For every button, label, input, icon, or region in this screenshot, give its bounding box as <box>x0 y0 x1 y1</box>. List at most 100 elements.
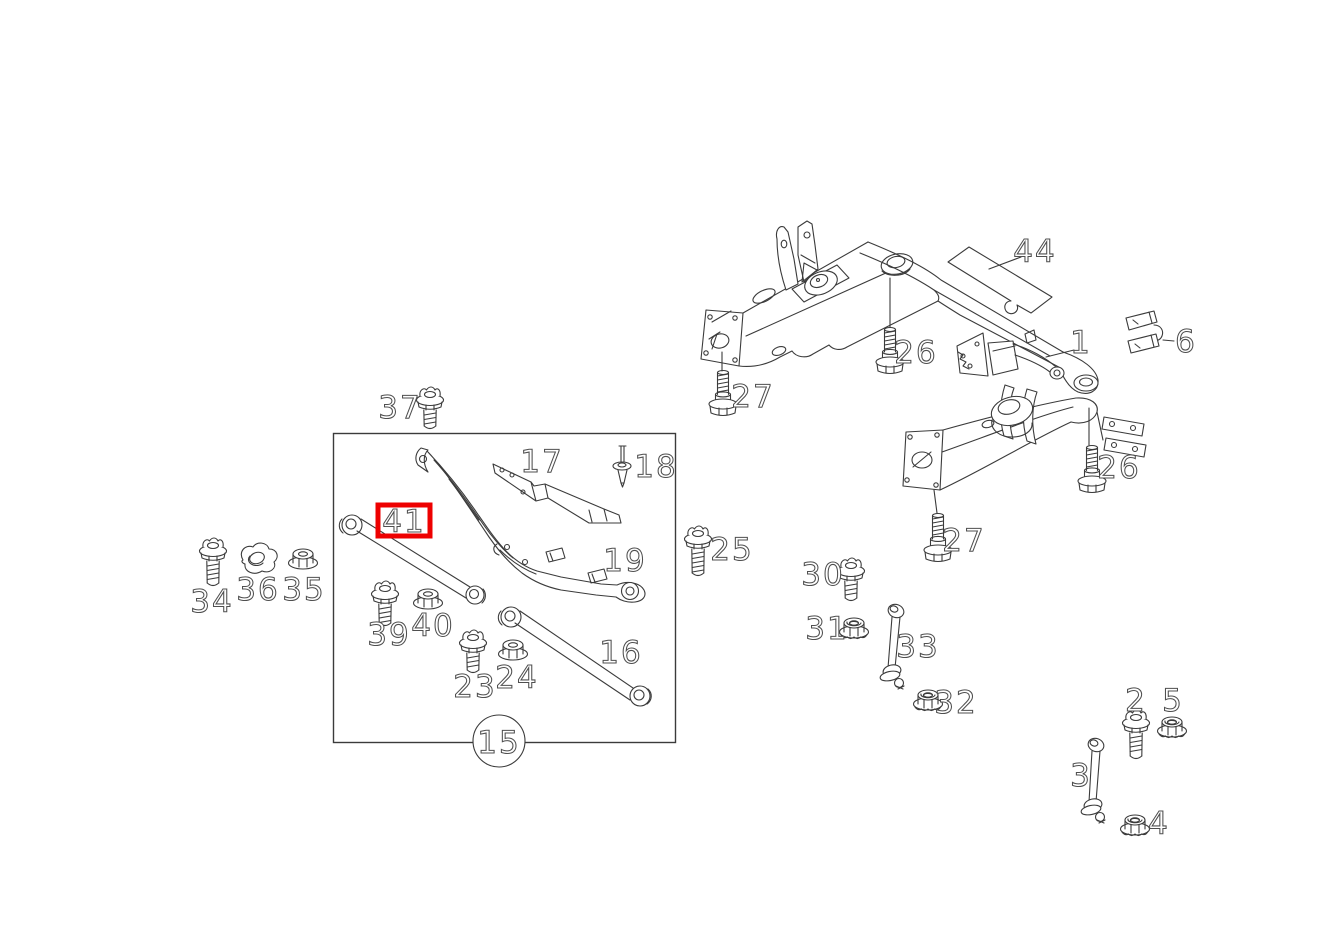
line-art <box>378 610 392 615</box>
line-art <box>937 300 1073 375</box>
line-art <box>423 412 437 416</box>
line-art <box>378 622 392 627</box>
line-art <box>206 572 220 576</box>
line-art <box>844 597 858 602</box>
line-art <box>931 516 945 520</box>
line-art <box>1127 818 1143 824</box>
line-art <box>417 588 439 600</box>
line-art <box>848 620 860 625</box>
line-art <box>1125 310 1158 331</box>
part-label-39[interactable]: 39 <box>367 616 410 653</box>
line-art <box>514 622 631 701</box>
line-art <box>378 606 392 610</box>
part-label-27a[interactable]: 27 <box>731 378 774 415</box>
line-art <box>247 555 264 567</box>
part-label-30[interactable]: 30 <box>801 556 844 593</box>
part-label-6[interactable]: 6 <box>1175 323 1197 360</box>
line-art <box>1053 369 1061 377</box>
line-art <box>620 482 625 488</box>
line-art <box>931 532 945 536</box>
line-art <box>1080 804 1102 816</box>
line-art <box>472 714 526 768</box>
line-art <box>800 254 816 264</box>
line-art <box>797 220 819 283</box>
line-art <box>466 659 480 664</box>
line-art <box>617 462 627 468</box>
line-art <box>468 588 480 600</box>
line-art <box>587 568 608 584</box>
line-art <box>933 489 938 514</box>
part-label-3[interactable]: 3 <box>1070 757 1092 794</box>
part-label-17[interactable]: 17 <box>520 443 563 480</box>
line-art <box>685 540 711 549</box>
line-art <box>492 463 622 524</box>
part-label-32[interactable]: 32 <box>934 684 977 721</box>
line-art <box>521 558 529 566</box>
part-label-1[interactable]: 1 <box>1070 324 1092 361</box>
part-label-41[interactable]: 41 <box>382 503 425 540</box>
line-art <box>683 532 713 546</box>
part-label-15[interactable]: 15 <box>477 724 520 761</box>
line-art <box>914 705 942 712</box>
line-art <box>1096 411 1104 441</box>
line-art <box>297 551 309 557</box>
line-art <box>1129 424 1137 432</box>
line-art <box>423 425 437 430</box>
line-art <box>206 576 220 581</box>
line-art <box>960 353 966 359</box>
line-art <box>499 549 537 575</box>
part-label-31[interactable]: 31 <box>805 610 848 647</box>
part-label-2[interactable]: 2 <box>1125 682 1147 719</box>
part-label-26b[interactable]: 26 <box>1097 449 1140 486</box>
part-label-37[interactable]: 37 <box>378 389 421 426</box>
line-art <box>1085 456 1099 460</box>
line-art <box>703 350 709 356</box>
part-label-4[interactable]: 4 <box>1148 805 1170 842</box>
line-art <box>448 478 480 521</box>
line-art <box>803 231 811 239</box>
line-art <box>356 530 467 599</box>
line-art <box>844 561 858 570</box>
line-art <box>1024 329 1037 344</box>
line-art <box>545 547 566 563</box>
line-art <box>711 310 732 323</box>
line-art <box>780 239 788 249</box>
line-art <box>1134 343 1141 349</box>
line-art <box>941 406 1074 453</box>
line-art <box>433 459 514 559</box>
line-art <box>417 401 443 410</box>
line-art <box>844 587 858 592</box>
part-label-5[interactable]: 5 <box>1162 682 1184 719</box>
line-art <box>502 639 524 651</box>
line-art <box>519 610 637 691</box>
line-art <box>1014 354 1051 373</box>
line-art <box>934 432 940 438</box>
line-art <box>990 395 1034 427</box>
part-label-19[interactable]: 19 <box>603 542 646 579</box>
line-art <box>716 385 730 389</box>
part-label-44[interactable]: 44 <box>1013 233 1056 270</box>
part-label-23[interactable]: 23 <box>453 668 496 705</box>
part-label-18[interactable]: 18 <box>634 448 677 485</box>
line-art <box>911 451 933 469</box>
part-label-27b[interactable]: 27 <box>942 522 985 559</box>
part-label-26a[interactable]: 26 <box>894 334 937 371</box>
line-art <box>372 595 398 604</box>
line-art <box>345 518 357 530</box>
part-label-35[interactable]: 35 <box>282 571 325 608</box>
part-label-25[interactable]: 25 <box>710 531 753 568</box>
part-label-16[interactable]: 16 <box>599 634 642 671</box>
line-art <box>707 314 713 320</box>
line-art <box>423 390 437 399</box>
part-label-40[interactable]: 40 <box>411 607 454 644</box>
part-label-34[interactable]: 34 <box>190 583 233 620</box>
part-label-36[interactable]: 36 <box>236 571 279 608</box>
line-art <box>883 334 897 338</box>
line-art <box>881 268 911 276</box>
part-label-33[interactable]: 33 <box>896 628 939 665</box>
line-art <box>1089 739 1099 747</box>
line-art <box>691 572 705 577</box>
part-label-24[interactable]: 24 <box>495 659 538 696</box>
